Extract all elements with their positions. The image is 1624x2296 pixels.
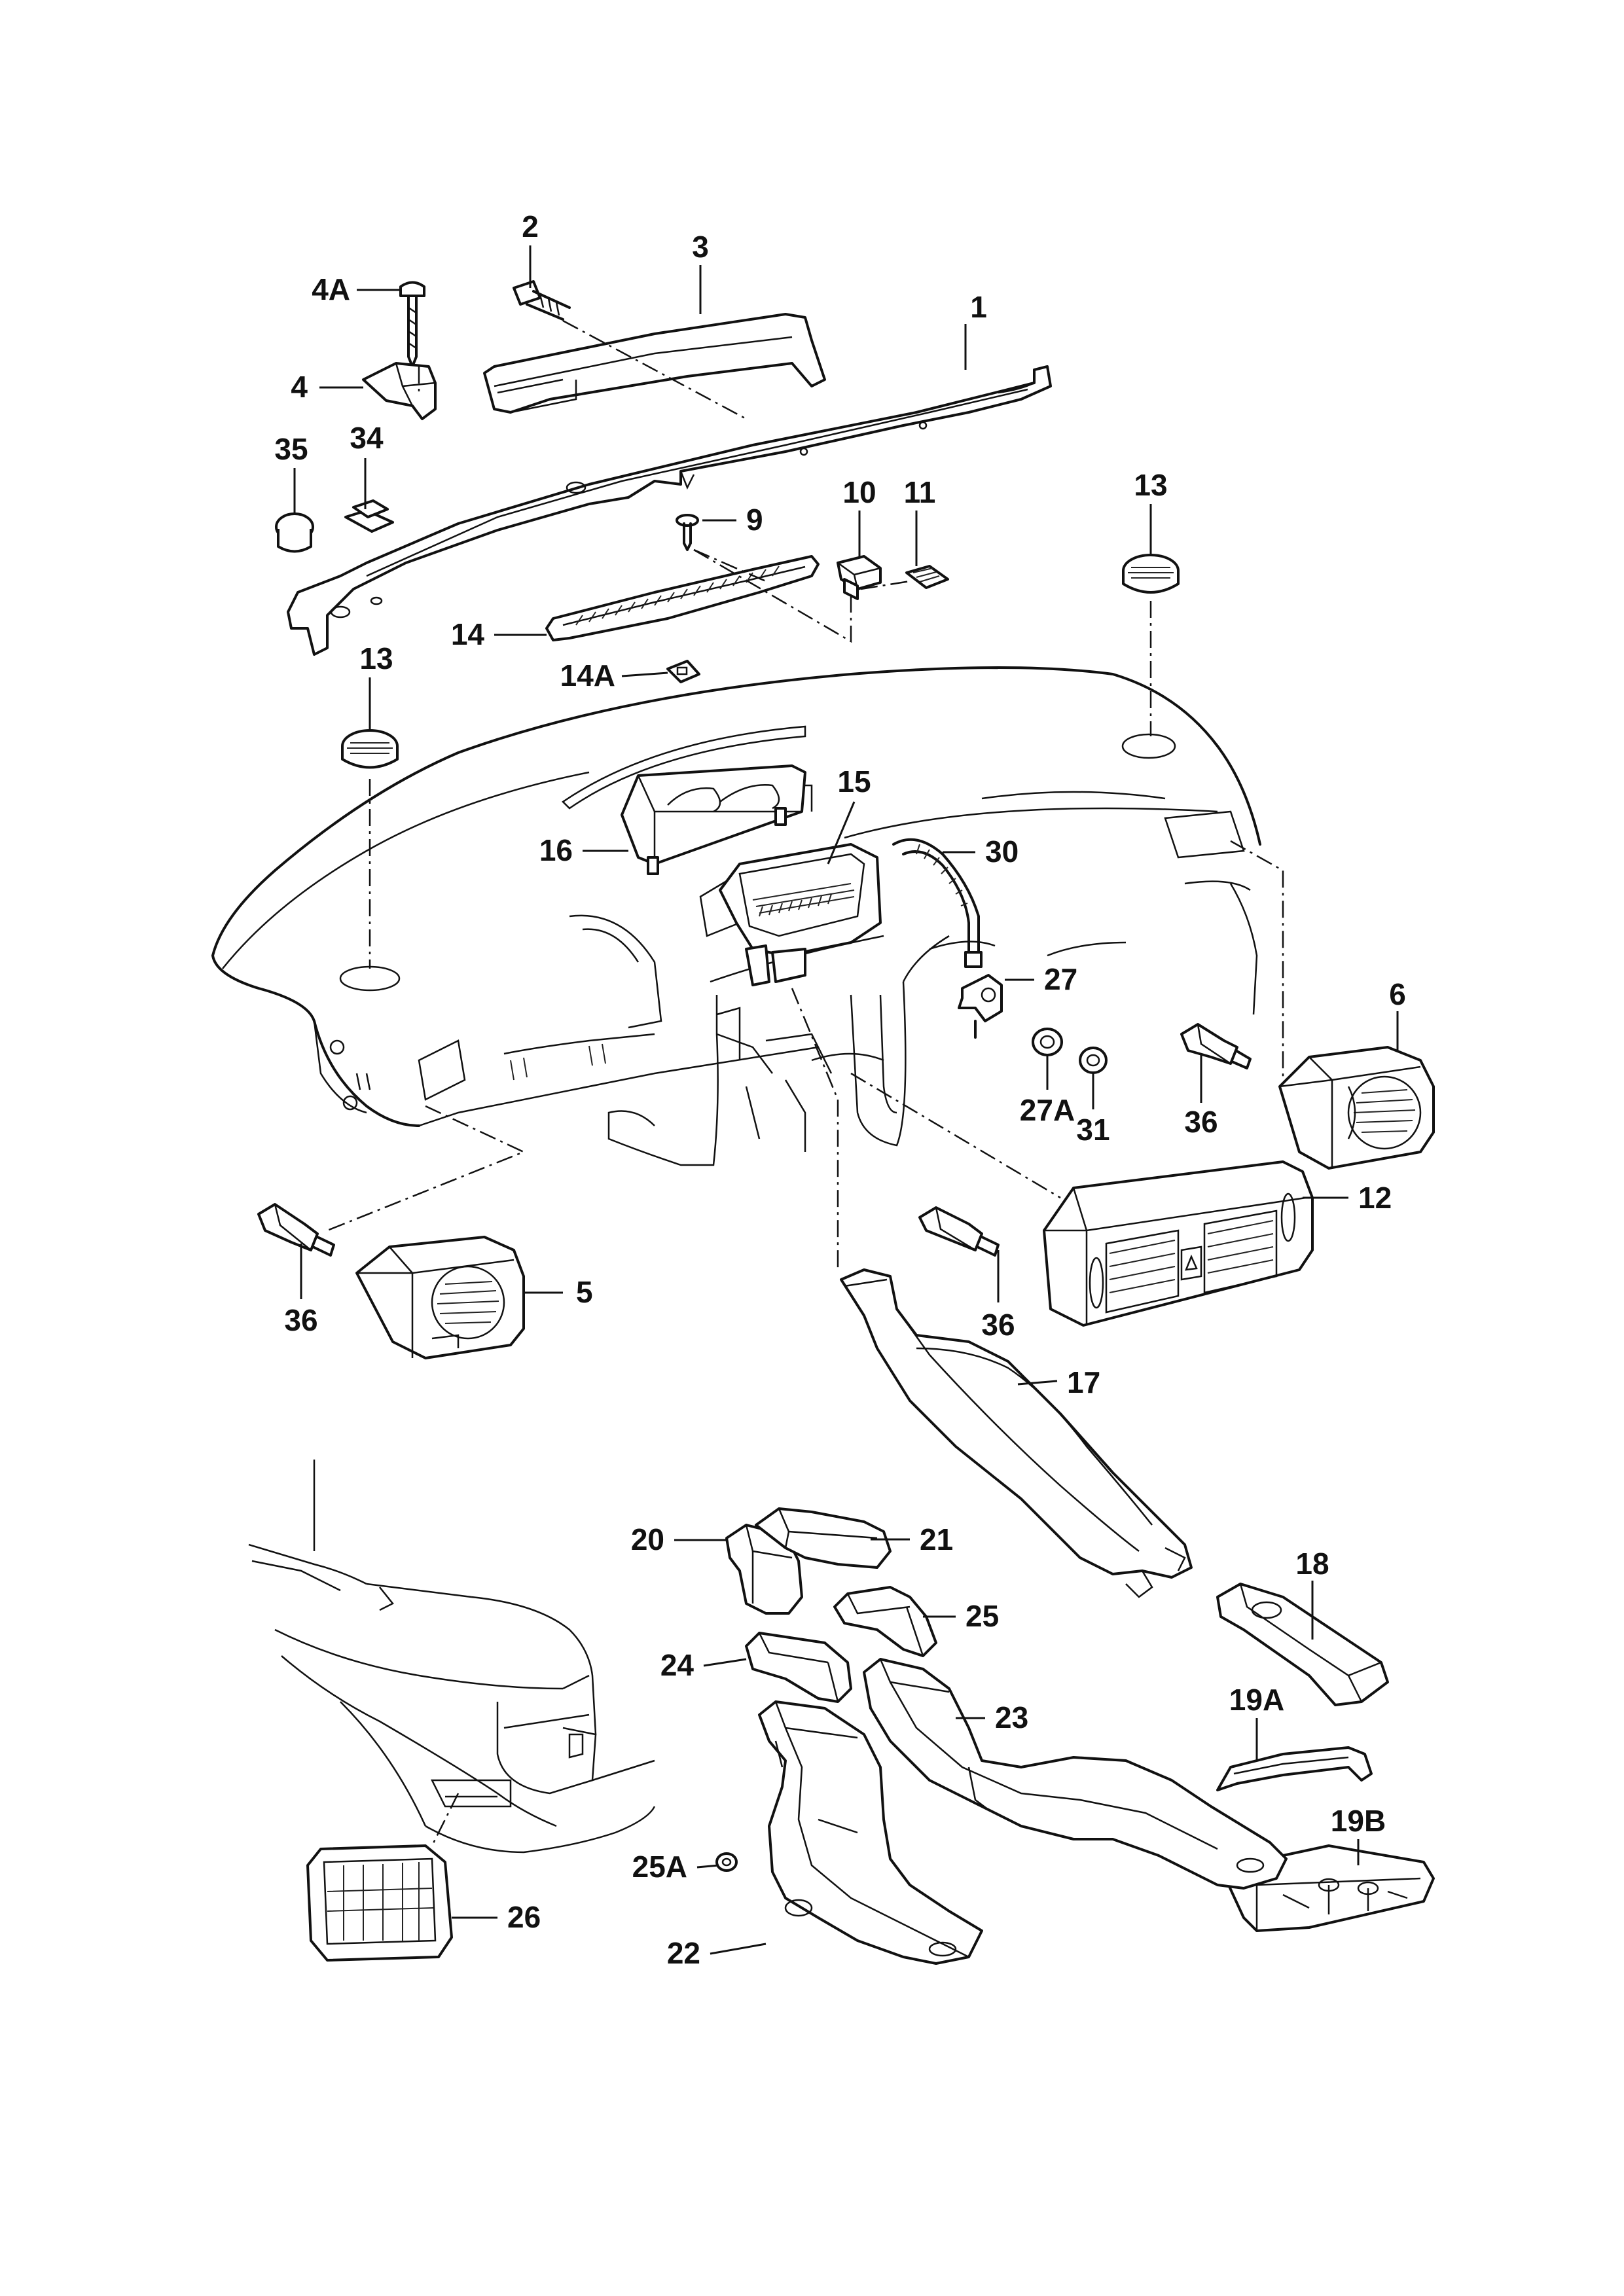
callout-36-right: 36 [1184,1105,1218,1139]
bracket-part-4 [362,362,437,420]
leader-lines [293,245,1399,1955]
center-vent-part-12 [1043,1160,1314,1327]
switch-part-11 [905,565,949,589]
switch-part-10 [837,555,882,600]
bolt-part-2 [513,280,571,321]
callout-36-left: 36 [284,1303,317,1337]
callout-23: 23 [995,1700,1028,1734]
callout-22: 22 [667,1936,700,1970]
screw-part-9 [676,514,699,551]
dashboard-body [211,666,1261,1166]
callout-27: 27 [1044,962,1077,996]
callout-19a: 19A [1229,1683,1284,1717]
nut-part-25a [715,1852,738,1872]
rear-vent-grille-part-26 [306,1844,453,1962]
vent-frame-part-15 [719,843,882,986]
screw-part-4a [399,281,425,368]
long-duct-part-23 [863,1658,1288,1890]
callout-9: 9 [746,503,763,537]
callout-16: 16 [539,833,573,867]
callout-11: 11 [904,475,936,509]
round-vent-part-13-left [341,729,399,769]
callout-27a: 27A [1020,1093,1075,1127]
bulb-socket-part-36-left [257,1203,335,1257]
callout-31: 31 [1076,1113,1110,1147]
bulb-socket-part-36-center [918,1206,1000,1257]
callout-21: 21 [920,1522,953,1556]
dashboard-rail-part-1 [287,365,1052,656]
air-duct-part-17 [840,1268,1193,1598]
clip-nut-part-34 [344,499,394,533]
duct-part-25 [833,1586,937,1657]
callout-12: 12 [1358,1181,1392,1215]
round-vent-part-13-right [1122,554,1180,594]
callout-5: 5 [576,1275,593,1309]
callout-1: 1 [970,290,987,324]
ring-part-27a [1032,1028,1063,1056]
duct-piece-part-18 [1216,1583,1389,1706]
callout-24: 24 [660,1648,695,1682]
bracket-part-27 [958,974,1003,1039]
duct-part-24 [745,1632,852,1703]
callout-20: 20 [631,1522,664,1556]
callout-35: 35 [274,432,308,466]
vent-strip-part-14 [545,555,820,641]
callout-4: 4 [291,370,308,404]
duct-part-21 [755,1507,892,1569]
reference-lines [327,319,1284,1846]
side-vent-part-5 [355,1236,525,1359]
callout-15: 15 [837,764,871,798]
callout-19b: 19B [1331,1804,1386,1838]
ring-part-31 [1079,1047,1108,1074]
callout-30: 30 [985,834,1019,869]
side-vent-part-6 [1278,1046,1435,1170]
hose-part-30 [892,838,983,968]
callout-25a: 25A [632,1850,687,1884]
callout-34: 34 [350,421,384,455]
callout-13-left: 13 [359,641,393,675]
clip-part-14a [666,660,700,683]
lower-duct-part-22 [758,1700,983,1965]
trim-strip-part-19a [1216,1746,1373,1791]
callout-6: 6 [1389,977,1406,1011]
callout-3: 3 [692,230,709,264]
callout-10: 10 [842,475,876,509]
callout-26: 26 [507,1900,541,1934]
vent-housing-part-16 [621,764,806,875]
plug-part-35 [275,512,314,553]
callout-13-right: 13 [1134,468,1167,502]
callout-14a: 14A [560,658,615,692]
callout-25: 25 [965,1599,999,1633]
callout-14: 14 [451,617,485,651]
callout-18: 18 [1295,1547,1329,1581]
callout-4a: 4A [312,272,350,306]
bulb-socket-part-36-right [1180,1023,1252,1069]
callout-2: 2 [522,209,539,243]
callout-17: 17 [1067,1365,1100,1399]
callout-labels: 1 2 3 4 4A 5 6 9 10 11 12 13 13 14 14A 1… [274,209,1405,1970]
vehicle-rear-reference [248,1460,656,1854]
callout-36-center: 36 [981,1308,1015,1342]
cover-panel-part-3 [483,313,826,414]
